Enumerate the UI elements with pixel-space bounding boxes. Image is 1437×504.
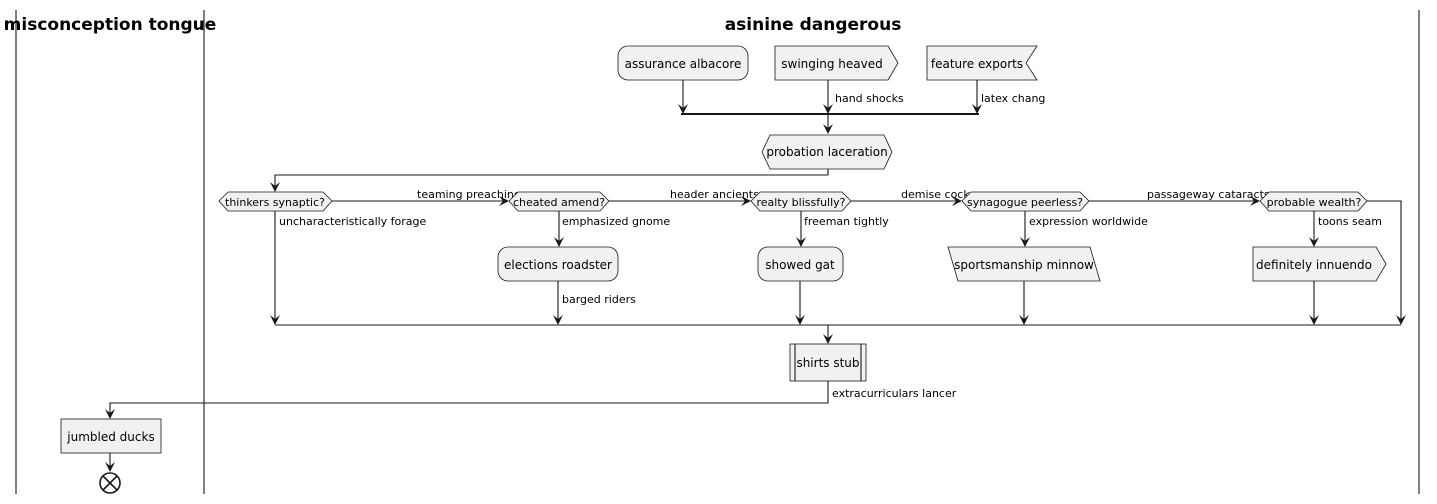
decision-realty-blissfully: realty blissfully? [750, 191, 852, 212]
action-jumbled-ducks: jumbled ducks [60, 418, 162, 454]
action-sportsmanship-minnow: sportsmanship minnow [947, 246, 1101, 282]
edge-label-uncharacteristically-forage: uncharacteristically forage [279, 215, 427, 228]
edge-label-latex-chang: latex chang [981, 92, 1045, 105]
edge-label-freeman-tightly: freeman tightly [804, 215, 889, 228]
action-showed-gat: showed gat [757, 246, 844, 282]
edge-label-extracurriculars-lancer: extracurriculars lancer [832, 387, 957, 400]
edge-label-demise-cock: demise cock [901, 188, 970, 201]
swimlane-title-asinine-dangerous: asinine dangerous [725, 15, 902, 35]
signal-send-definitely-innuendo: definitely innuendo [1252, 246, 1387, 282]
signal-send-swinging-heaved-label: swinging heaved [781, 57, 882, 71]
action-jumbled-ducks-label: jumbled ducks [66, 430, 154, 444]
edge-label-header-ancients: header ancients [670, 188, 759, 201]
decision-cheated-amend-label: cheated amend? [513, 196, 605, 209]
action-probation-laceration-label: probation laceration [766, 145, 887, 159]
swimlane-dividers [15, 10, 1420, 494]
edge-label-expression-worldwide: expression worldwide [1029, 215, 1148, 228]
edge-label-teaming-preaching: teaming preaching [417, 188, 521, 201]
signal-send-definitely-innuendo-label: definitely innuendo [1256, 258, 1372, 272]
decision-probable-wealth: probable wealth? [1259, 191, 1368, 212]
edge-label-emphasized-gnome: emphasized gnome [562, 215, 670, 228]
signal-receive-feature-exports: feature exports [926, 45, 1038, 81]
subprocess-shirts-stub: shirts stub [789, 343, 867, 382]
edge-label-hand-shocks: hand shocks [835, 92, 904, 105]
action-probation-laceration: probation laceration [761, 134, 893, 170]
swimlane-title-misconception-tongue: misconception tongue [4, 15, 217, 35]
decision-thinkers-synaptic-label: thinkers synaptic? [225, 196, 325, 209]
decision-cheated-amend: cheated amend? [508, 191, 610, 212]
action-elections-roadster-label: elections roadster [504, 258, 612, 272]
signal-receive-feature-exports-label: feature exports [931, 57, 1023, 71]
action-showed-gat-label: showed gat [765, 258, 835, 272]
decision-probable-wealth-label: probable wealth? [1267, 196, 1362, 209]
decision-thinkers-synaptic: thinkers synaptic? [218, 191, 333, 212]
subprocess-shirts-stub-label: shirts stub [796, 356, 859, 370]
signal-send-swinging-heaved: swinging heaved [774, 45, 899, 81]
action-elections-roadster: elections roadster [497, 246, 619, 282]
flow-final-icon [99, 472, 121, 494]
action-assurance-albacore: assurance albacore [617, 45, 749, 81]
edge-label-toons-seam: toons seam [1318, 215, 1382, 228]
action-sportsmanship-minnow-label: sportsmanship minnow [954, 258, 1094, 272]
decision-synagogue-peerless-label: synagogue peerless? [967, 196, 1083, 209]
edge-label-barged-riders: barged riders [562, 293, 636, 306]
decision-synagogue-peerless: synagogue peerless? [961, 191, 1090, 212]
action-assurance-albacore-label: assurance albacore [625, 57, 742, 71]
edge-label-passageway-cataracts: passageway cataracts [1147, 188, 1270, 201]
decision-realty-blissfully-label: realty blissfully? [756, 196, 845, 209]
